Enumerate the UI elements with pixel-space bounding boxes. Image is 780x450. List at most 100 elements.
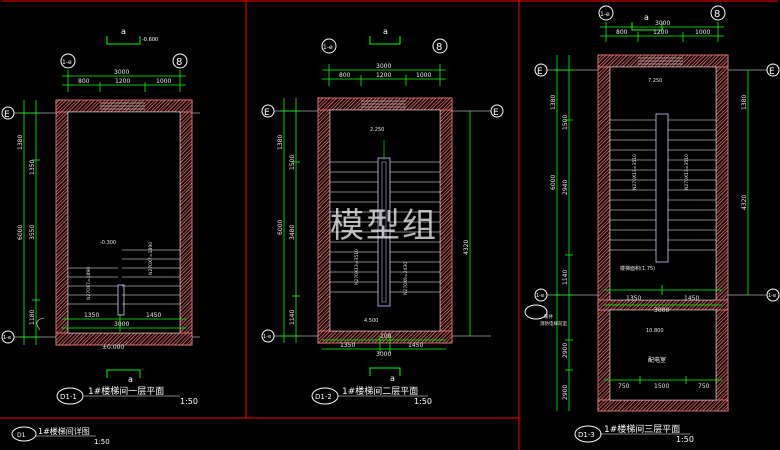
- axis-label-e-2: E: [264, 108, 270, 118]
- dim-left-5: 1180: [29, 310, 36, 325]
- dim-top-3-2: 1000: [416, 72, 431, 79]
- level-top: -0.600: [142, 37, 158, 43]
- dim-top-2-2: 1200: [376, 72, 391, 79]
- stair-treads-3: [610, 119, 716, 251]
- dim-bottom-2-2: 100: [380, 333, 392, 340]
- level-mid-3: 10.800: [646, 328, 664, 334]
- dim-bottom-1: 1350: [84, 312, 99, 319]
- side-note-1-3: 暖井: [544, 313, 553, 320]
- axis-label-1e-bottom-3: 1-e: [536, 293, 544, 299]
- dim-left-4: 3550: [29, 225, 36, 240]
- dim-left-1: 1380: [17, 135, 24, 150]
- handrail-3: [655, 113, 669, 263]
- stair-note-1: N270X7=1890: [86, 267, 92, 300]
- stair-note-2-3: N270X13=3510: [684, 154, 690, 190]
- top-dim-lines: [62, 70, 186, 92]
- dim-left-5-3: 1140: [562, 270, 569, 285]
- room-label-3: 配电室: [648, 356, 666, 364]
- dim-bottom-2-3: 1450: [684, 295, 699, 302]
- axis-bubble-1e-2: [321, 38, 337, 54]
- plan-title-3: 1#楼梯间三层平面: [604, 423, 680, 435]
- dim-left-2-2: 1500: [289, 155, 296, 170]
- title-tag-circle: [56, 387, 84, 405]
- left-dim-lines: [20, 100, 40, 345]
- dim-bottom-3-2: 1450: [408, 342, 423, 349]
- detail-title: D1 1#楼梯间详图 1:50: [11, 426, 110, 446]
- dim-bottom-1-2: 1350: [340, 342, 355, 349]
- stair-note-1-3: N270X13=3510: [632, 154, 638, 190]
- top-dim-lines-2: [322, 64, 446, 86]
- room-dim-3-3: 750: [698, 383, 710, 390]
- axis-label-8: 8: [176, 57, 182, 68]
- axis-label-e-right-2: E: [493, 108, 499, 118]
- section-mark-top-2: [369, 36, 401, 45]
- axis-label-1e: 1-e: [62, 59, 72, 66]
- detail-scale: 1:50: [94, 438, 110, 446]
- stair-treads: [68, 249, 180, 305]
- dim-top-2-3: 1200: [653, 29, 668, 36]
- dim-left-3: 6000: [17, 225, 24, 240]
- dim-left-3-2: 6000: [277, 220, 284, 235]
- axis-label-1e-bottom: 1-e: [3, 335, 11, 341]
- dim-total-top-3: 3000: [655, 20, 670, 27]
- plan-title-2: 1#楼梯间二层平面: [342, 385, 418, 397]
- section-label-bottom-2: a: [390, 374, 395, 383]
- plan-scale-2: 1:50: [414, 397, 432, 406]
- axis-bubble-8: [172, 53, 188, 69]
- level-top-3: 7.250: [648, 78, 662, 84]
- dim-left-3-3: 6000: [550, 175, 557, 190]
- plan-tag-3: D1-3: [578, 431, 595, 439]
- door-swing: [36, 317, 45, 331]
- plan-tag: D1-1: [60, 393, 77, 401]
- stair-treads-2: [330, 161, 440, 293]
- detail-tag: D1: [17, 432, 26, 439]
- axis-bubble-8-2: [432, 38, 448, 54]
- bottom-dim-lines: [62, 314, 186, 332]
- plan-title: 1#楼梯间一层平面: [88, 385, 164, 397]
- dim-left-1-2: 1380: [277, 135, 284, 150]
- dim-right-1-3: 1380: [741, 95, 748, 110]
- dim-right-2: 4320: [463, 240, 470, 255]
- dim-left-4-2: 3480: [289, 225, 296, 240]
- axis-label-1e-bottom-2: 1-e: [263, 334, 271, 340]
- left-dim-lines-2: [280, 98, 471, 343]
- dim-total-top-2: 3000: [376, 63, 391, 70]
- section-label-top-3: a: [644, 13, 649, 22]
- dim-top-1: 800: [78, 78, 90, 85]
- dim-top-1-3: 800: [616, 29, 628, 36]
- handrail: [117, 284, 125, 316]
- plan-first-floor: a -0.600 1-e 8 E 1-e 3000 800 1200 1000: [1, 27, 200, 406]
- dim-left-1-3: 1380: [550, 95, 557, 110]
- level-top-2: 2.250: [370, 127, 384, 133]
- level-mid: -0.300: [100, 240, 116, 246]
- section-label-top-2: a: [383, 27, 388, 36]
- landing-note-3: 楼梯面积(1.75): [620, 265, 655, 272]
- axis-label-e-3: E: [537, 67, 543, 77]
- stair-note-2-2: N270X9=2430: [403, 262, 409, 295]
- dim-bottom-2: 1450: [146, 312, 161, 319]
- room-dim-1-3: 750: [618, 383, 630, 390]
- dim-bottom-total-2: 3000: [376, 351, 391, 358]
- axis-label-8-3: 8: [714, 9, 720, 20]
- dim-total-top: 3000: [114, 69, 129, 76]
- dim-bottom-total-3: 3000: [654, 307, 669, 314]
- plan-scale: 1:50: [180, 397, 198, 406]
- level-mid-2: 4.500: [364, 318, 378, 324]
- side-note-2-3: 消防电梯前室: [540, 320, 567, 327]
- axis-label-1e-2: 1-e: [323, 44, 333, 51]
- stair-note-2: N270X7=1890: [148, 242, 154, 275]
- axis-label-8-2: 8: [436, 42, 442, 53]
- level-bottom: ±0.000: [102, 344, 124, 351]
- dim-bottom-total: 3000: [114, 321, 129, 328]
- dim-left-6-3: 2900: [562, 343, 569, 358]
- dim-left-4-3: 2940: [562, 180, 569, 195]
- plan-third-floor: a 1-e 8 E E 1-e 1-e 3000 800 1200 1000: [524, 5, 780, 444]
- section-mark-bottom: [106, 369, 141, 378]
- stair-note-1-2: N270X13=3510: [354, 249, 360, 285]
- bottom-dim-lines-2: [322, 336, 446, 353]
- plan-tag-2: D1-2: [315, 393, 332, 401]
- dim-top-1-2: 800: [339, 72, 351, 79]
- dim-right-2-3: 4320: [741, 195, 748, 210]
